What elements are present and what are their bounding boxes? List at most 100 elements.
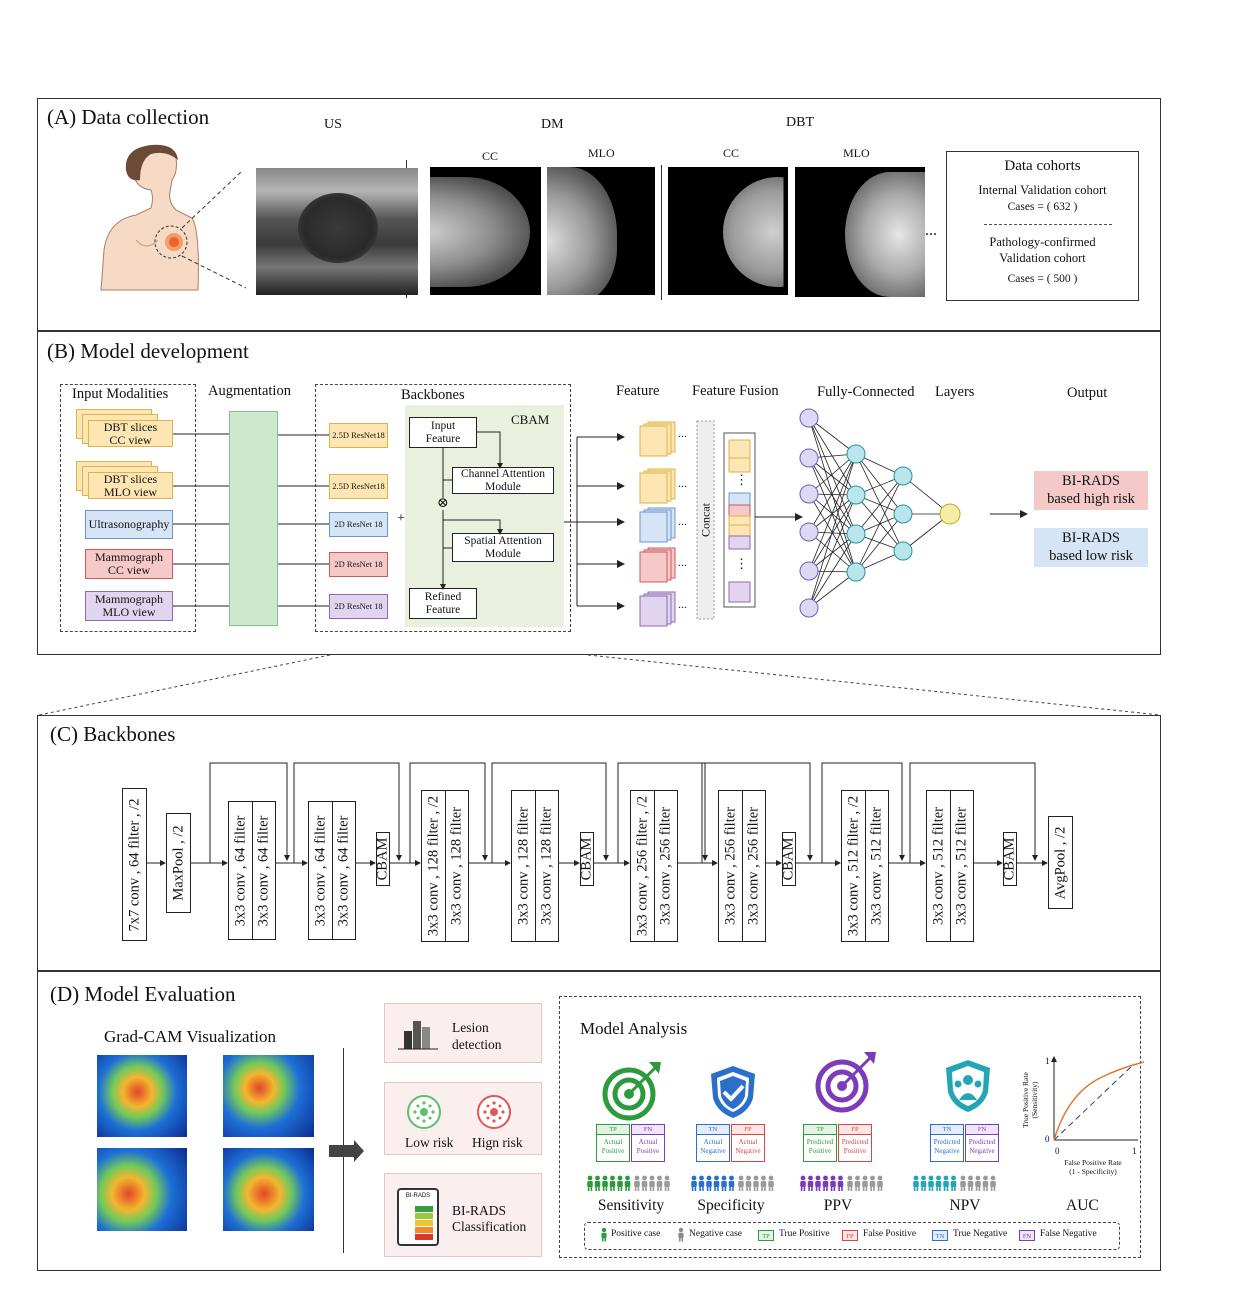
person-icon bbox=[960, 1175, 966, 1191]
backbone-layer-block: 3x3 conv , 64 filter bbox=[228, 801, 253, 940]
pathology-cohort-cases: Cases = ( 500 ) bbox=[1007, 273, 1078, 285]
backbones-label: Backbones bbox=[401, 387, 465, 403]
panel-data-collection bbox=[37, 98, 1161, 331]
person-icon bbox=[706, 1175, 712, 1191]
patient-illustration bbox=[100, 144, 247, 291]
person-icon bbox=[935, 1175, 942, 1191]
person-icon bbox=[822, 1175, 829, 1191]
birads-clipboard-icon: BI-RADS bbox=[397, 1188, 439, 1246]
person-icon bbox=[641, 1175, 648, 1191]
confusion-tag: FN bbox=[966, 1125, 998, 1135]
plus-sign: + bbox=[397, 511, 405, 526]
confusion-tag: TN bbox=[931, 1125, 963, 1135]
legend-label: False Negative bbox=[1040, 1229, 1097, 1239]
person-icon bbox=[913, 1175, 919, 1191]
person-icon bbox=[975, 1175, 981, 1191]
output-node bbox=[939, 503, 961, 525]
backbone-connections bbox=[147, 762, 1048, 866]
input-node bbox=[799, 408, 819, 428]
roc-y-label: True Positive Rate(Sensitivity) bbox=[1021, 1072, 1039, 1128]
cbam-block: CBAM bbox=[781, 832, 797, 886]
divider-line bbox=[661, 165, 662, 300]
backbone-layer-block: 3x3 conv , 256 filter bbox=[654, 790, 678, 942]
legend-tag: TP bbox=[758, 1230, 774, 1241]
input-connectors bbox=[173, 433, 329, 607]
person-icon bbox=[990, 1175, 996, 1191]
input-ultrasonography: Ultrasonography bbox=[85, 510, 173, 539]
confusion-tag: FN bbox=[632, 1125, 664, 1135]
cohorts-title: Data cohorts bbox=[1004, 158, 1081, 174]
person-icon bbox=[967, 1175, 974, 1191]
backbone-layer-block: 3x3 conv , 64 filter bbox=[332, 801, 356, 940]
dbt-mlo-image bbox=[795, 167, 925, 297]
roc-tick-0-x: 0 bbox=[1055, 1146, 1060, 1156]
backbone-net-1: 2.5D ResNet18 bbox=[329, 423, 388, 448]
backbones-frame bbox=[315, 384, 571, 632]
backbone-layer-block: 3x3 conv , 512 filter bbox=[865, 790, 889, 942]
legend-label: Positive case bbox=[611, 1229, 661, 1239]
multiply-operator: ⊗ bbox=[437, 496, 449, 511]
legend-tag: FN bbox=[1019, 1230, 1035, 1241]
fully-connected-label: Fully-Connected bbox=[817, 384, 915, 400]
person-icon bbox=[698, 1175, 705, 1191]
backbone-layer-block: 3x3 conv , 512 filter , /2 bbox=[841, 790, 866, 942]
backbone-net-4: 2D ResNet 18 bbox=[329, 552, 388, 577]
dbt-cc-image bbox=[668, 167, 788, 295]
gradcam-image-4 bbox=[223, 1148, 314, 1231]
cbam-block: CBAM bbox=[1002, 832, 1018, 886]
backbone-layer-block: 7x7 conv , 64 filter , /2 bbox=[122, 788, 147, 941]
gradcam-image-3 bbox=[97, 1148, 187, 1231]
confusion-tag: TN bbox=[697, 1125, 729, 1135]
person-icon bbox=[830, 1175, 836, 1191]
backbone-net-2: 2.5D ResNet18 bbox=[329, 474, 388, 499]
dm-cc-image bbox=[430, 167, 541, 295]
confusion-tag: FP bbox=[732, 1125, 764, 1135]
bar-chart-icon bbox=[398, 1021, 438, 1050]
output-label: Output bbox=[1067, 385, 1108, 401]
feature-dots: ... bbox=[678, 476, 687, 490]
legend-label: Negative case bbox=[689, 1229, 743, 1239]
gradcam-image-2 bbox=[223, 1055, 314, 1137]
backbone-layer-block: 3x3 conv , 128 filter bbox=[535, 790, 559, 942]
roc-tick-1-y: 1 bbox=[1045, 1056, 1050, 1066]
input-node bbox=[799, 561, 819, 581]
backbone-layer-block: 3x3 conv , 512 filter bbox=[950, 790, 974, 942]
low-risk-icon bbox=[407, 1095, 441, 1129]
person-icon bbox=[649, 1175, 655, 1191]
feature-dots: ... bbox=[678, 426, 687, 440]
metric-name: Sensitivity bbox=[597, 1197, 665, 1214]
input-node bbox=[799, 522, 819, 542]
gradcam-image-1 bbox=[97, 1055, 187, 1137]
cbam-flow bbox=[440, 431, 625, 610]
legend-label: True Positive bbox=[779, 1229, 830, 1239]
cbam-label: CBAM bbox=[511, 412, 550, 427]
person-icon bbox=[928, 1175, 934, 1191]
dm-label: DM bbox=[541, 117, 564, 132]
legend-tag: FP bbox=[842, 1230, 858, 1241]
backbone-layer-block: MaxPool , /2 bbox=[166, 813, 191, 913]
person-icon bbox=[656, 1175, 663, 1191]
panel-b-title: (B) Model development bbox=[47, 339, 249, 363]
person-icon bbox=[609, 1175, 616, 1191]
person-icon bbox=[950, 1175, 957, 1191]
hidden-node bbox=[893, 504, 913, 524]
shield-check-icon bbox=[711, 1066, 755, 1118]
person-icon bbox=[862, 1175, 868, 1191]
legend-label: True Negative bbox=[953, 1229, 1008, 1239]
legend-label: False Positive bbox=[863, 1229, 917, 1239]
person-icon bbox=[768, 1175, 774, 1191]
input-node bbox=[799, 484, 819, 504]
cbam-block: CBAM bbox=[375, 832, 391, 886]
